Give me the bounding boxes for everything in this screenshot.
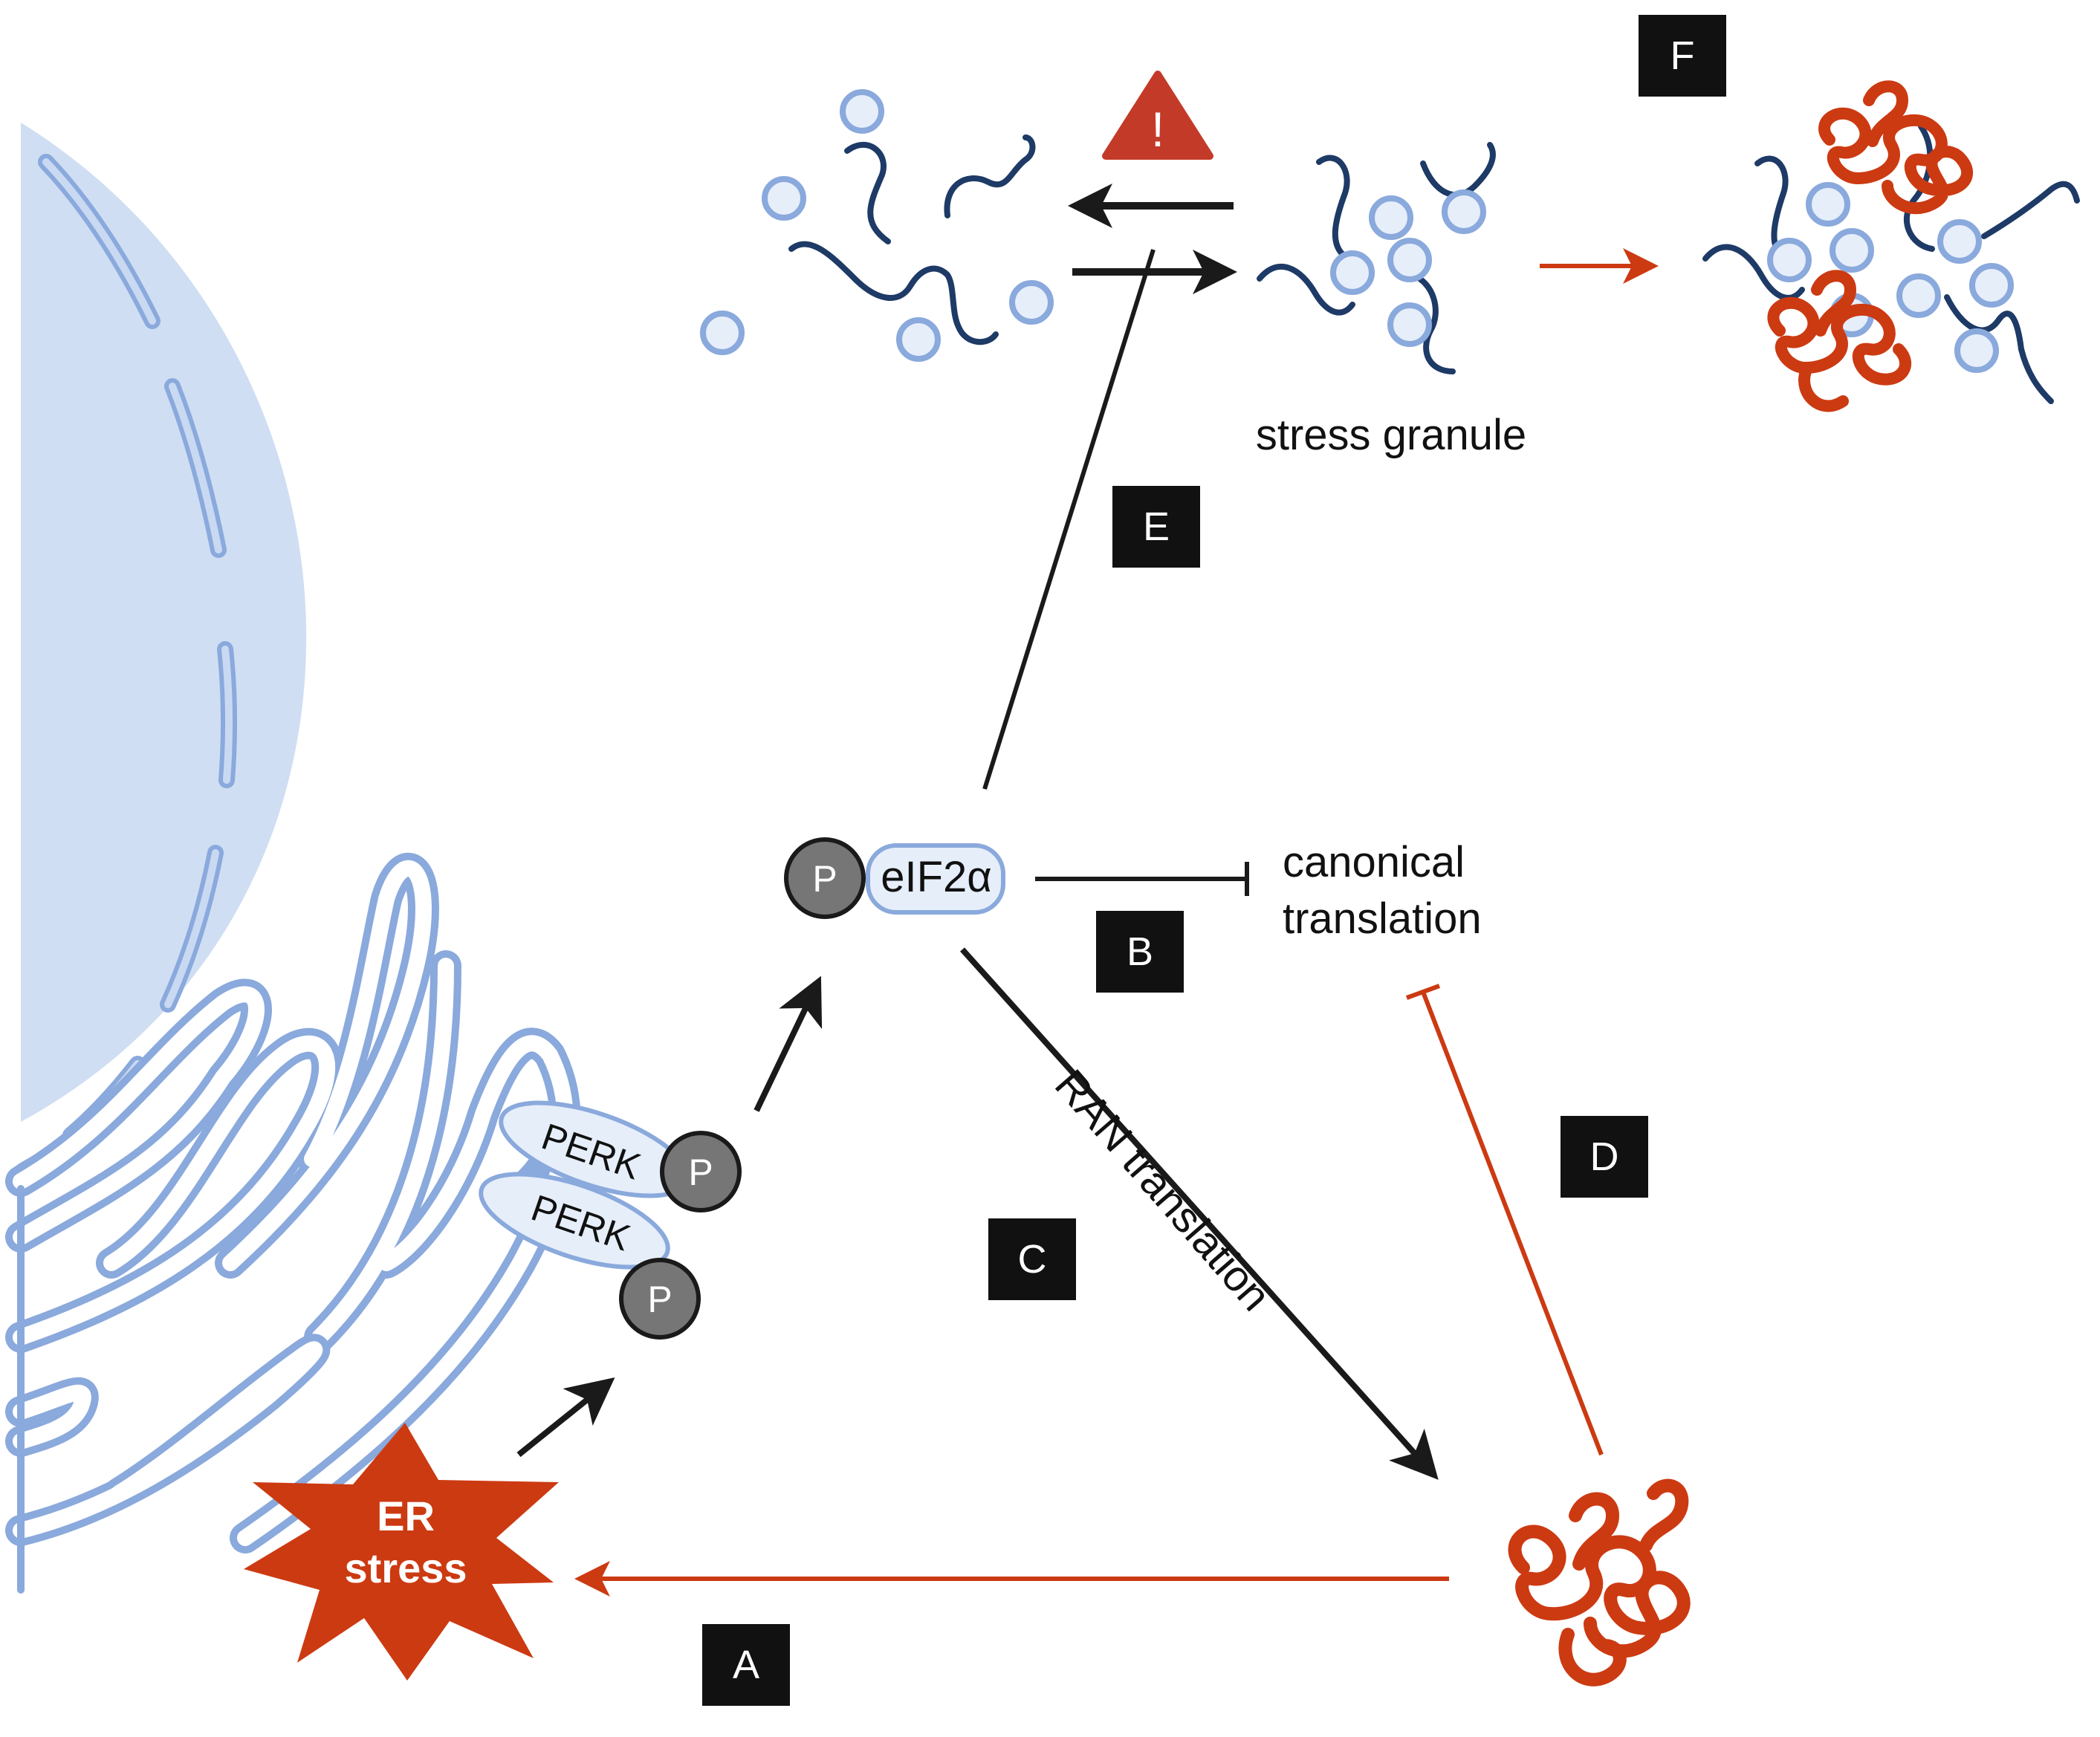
endoplasmic-reticulum xyxy=(5,853,581,1594)
ran-protein-tangle xyxy=(1508,1478,1691,1686)
step-label-c: C xyxy=(988,1218,1076,1300)
step-label-a: A xyxy=(702,1624,790,1706)
er-stress-label-line1: ER xyxy=(377,1493,435,1539)
perk-dimer: PERK PERK P P xyxy=(479,1100,742,1340)
rna-strand-icon xyxy=(1316,155,1350,259)
protein-particle xyxy=(1972,266,2011,305)
protein-particle xyxy=(765,179,803,218)
protein-particle xyxy=(1809,185,1847,224)
canonical-translation-line1: canonical xyxy=(1283,838,1465,886)
eif2a-phospho-label: P xyxy=(812,858,837,900)
rna-strand-icon xyxy=(1904,123,1935,252)
arrow-eif2a-to-stress-granule xyxy=(982,249,1156,790)
protein-particle xyxy=(1390,241,1429,279)
dissolved-granule-components xyxy=(703,92,1051,359)
protein-particle xyxy=(1940,222,1979,261)
ran-translation-label: RAN translation xyxy=(1046,1061,1280,1320)
rna-strand-icon xyxy=(2018,346,2054,404)
step-label-e-text: E xyxy=(1143,504,1170,549)
protein-particle xyxy=(1372,198,1410,237)
protein-particle xyxy=(1957,331,1996,370)
step-label-d: D xyxy=(1561,1116,1648,1198)
perk-phospho-label-1: P xyxy=(688,1152,713,1193)
arrow-ran-translation xyxy=(960,947,1439,1480)
inhibit-by-ran-protein xyxy=(1421,990,1604,1456)
protein-particle xyxy=(899,320,938,359)
er-stress-star-icon: ER stress xyxy=(244,1423,559,1681)
warning-triangle-icon: ! xyxy=(1102,71,1213,160)
step-label-a-text: A xyxy=(733,1643,759,1687)
protein-particle xyxy=(1899,276,1938,315)
step-label-b: B xyxy=(1096,911,1184,993)
eif2a-complex: eIF2α P xyxy=(784,837,1005,919)
step-label-e: E xyxy=(1112,486,1200,568)
phosphate-circle-icon: P xyxy=(784,837,866,919)
protein-particle xyxy=(703,314,742,352)
warning-symbol: ! xyxy=(1151,102,1164,157)
protein-aggregate-icon xyxy=(1818,80,1974,215)
rna-strand-icon xyxy=(788,241,999,345)
rna-strand-icon xyxy=(1981,181,2080,239)
nucleus-body xyxy=(21,123,307,1122)
rna-strand-icon xyxy=(844,141,891,244)
arrow-perk-to-eif2a xyxy=(754,975,823,1112)
rna-strand-icon xyxy=(1944,294,2024,352)
arrow-er-to-perk xyxy=(516,1377,615,1458)
pathological-aggregate xyxy=(1702,80,2080,412)
step-label-f: F xyxy=(1639,15,1726,97)
step-label-b-text: B xyxy=(1127,929,1153,974)
protein-particle xyxy=(1012,283,1051,322)
er-stress-label-line2: stress xyxy=(344,1545,467,1591)
protein-aggregate-icon xyxy=(1767,270,1912,412)
rna-strand-icon xyxy=(1754,155,1789,259)
stress-granule xyxy=(1257,142,1496,374)
phosphate-circle-icon: P xyxy=(660,1131,742,1212)
rna-strand-icon xyxy=(1257,263,1355,316)
eif2a-box xyxy=(866,843,1005,915)
step-label-f-text: F xyxy=(1670,33,1695,78)
protein-particle xyxy=(1770,241,1809,279)
protein-particle xyxy=(843,92,881,131)
protein-particle xyxy=(1445,192,1483,231)
protein-aggregate-icon xyxy=(1508,1478,1691,1686)
protein-particle xyxy=(1390,305,1429,344)
step-label-c-text: C xyxy=(1018,1237,1047,1282)
step-label-d-text: D xyxy=(1590,1134,1619,1179)
perk-phospho-label-2: P xyxy=(647,1279,672,1320)
canonical-translation-line2: translation xyxy=(1283,895,1482,943)
arrows xyxy=(516,184,1659,1597)
phosphate-circle-icon: P xyxy=(619,1258,701,1340)
protein-particle xyxy=(1832,231,1871,270)
perk-receptor-2: PERK xyxy=(479,1172,670,1270)
rna-strand-icon xyxy=(944,134,1036,218)
stress-granule-label: stress granule xyxy=(1256,411,1526,459)
eif2a-label: eIF2α xyxy=(881,853,992,901)
protein-particle xyxy=(1333,253,1372,292)
rna-strand-icon xyxy=(1420,142,1496,198)
